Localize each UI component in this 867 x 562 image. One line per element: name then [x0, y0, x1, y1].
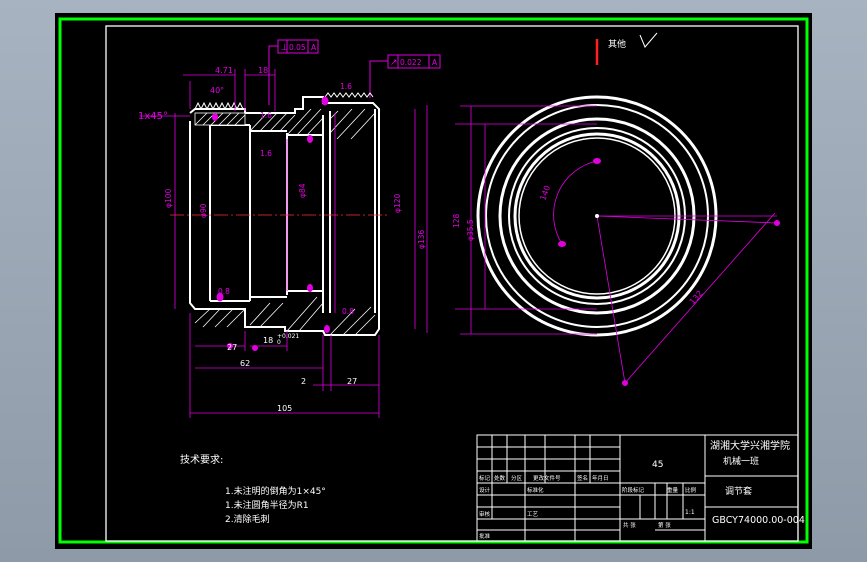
outer-frame [58, 17, 809, 544]
gdt-perpendicularity-frame: ⊥ 0.05 A [268, 39, 319, 105]
dim-dia-136: φ136 [417, 230, 426, 249]
svg-text:共 张: 共 张 [623, 521, 636, 529]
gdt-runout-datum: A [432, 58, 438, 67]
svg-text:重量: 重量 [667, 486, 679, 494]
dim-dia-35-5: φ35.5 [466, 219, 475, 241]
dimension-lines [140, 69, 428, 418]
svg-text:年月日: 年月日 [592, 474, 609, 482]
roughness-0-8-b: 0.8 [342, 307, 354, 316]
title-block-text: 45 湖湘大学兴湘学院 机械一班 调节套 GBCY74000.00-004 1:… [479, 439, 805, 540]
thread-teeth [194, 92, 374, 111]
roughness-1-6-b: 1.6 [340, 82, 352, 91]
technical-requirements: 技术要求: 1.未注明的倒角为1×45° 1.未注圆角半径为R1 2.清除毛刺 [180, 453, 326, 525]
title-block [476, 434, 799, 542]
roughness-general-label: 其他 [608, 38, 626, 50]
tech-req-item-3: 2.清除毛刺 [225, 513, 270, 525]
tb-school: 湖湘大学兴湘学院 [710, 439, 790, 452]
gdt-runout-symbol: ↗ [390, 58, 398, 68]
roughness-1-6-a: 1.6 [260, 111, 272, 120]
tb-drawing-no: GBCY74000.00-004 [712, 515, 805, 526]
inner-frame [105, 25, 799, 542]
tech-req-item-1: 1.未注明的倒角为1×45° [225, 485, 326, 497]
tb-material: 45 [652, 460, 663, 470]
dim-dia-120: φ120 [393, 194, 402, 213]
gdt-perp-value: 0.05 [289, 43, 306, 52]
end-view-markers [558, 158, 780, 386]
gdt-runout-frame: ↗ 0.022 A [369, 54, 441, 98]
dimension-texts: 4.71 18 40° 1x45° 1.6 1.6 1.6 0.8 0.8 φ1… [138, 66, 426, 413]
gdt-perp-symbol: ⊥ [281, 43, 289, 53]
tech-req-item-2: 1.未注圆角半径为R1 [225, 499, 309, 511]
engineering-drawing: ⊥ 0.05 A ↗ 0.022 A 其他 [58, 17, 809, 544]
dim-2: 2 [301, 377, 306, 386]
svg-text:处数: 处数 [494, 474, 506, 482]
dim-128: 128 [452, 213, 461, 228]
tb-class: 机械一班 [723, 455, 759, 467]
svg-text:标记: 标记 [479, 474, 491, 482]
gdt-runout-value: 0.022 [400, 58, 422, 67]
dim-62: 62 [240, 359, 250, 368]
dim-angle-140: 140 [538, 184, 552, 201]
chamfer-callout: 1x45° [138, 111, 168, 122]
gdt-perp-datum: A [311, 43, 317, 52]
svg-text:设计: 设计 [479, 486, 491, 494]
svg-text:签名: 签名 [577, 474, 588, 482]
roughness-0-8-a: 0.8 [218, 287, 230, 296]
dim-dia-84: φ84 [298, 183, 307, 198]
dim-dia-90: φ90 [199, 203, 208, 218]
dim-18-bottom: 18 [263, 336, 273, 345]
section-hatching [194, 108, 376, 336]
svg-text:第 张: 第 张 [658, 521, 671, 529]
end-view-dimensions [455, 105, 778, 384]
general-roughness-note: 其他 [595, 32, 658, 65]
tech-req-heading: 技术要求: [180, 453, 223, 466]
cad-viewport[interactable]: ⊥ 0.05 A ↗ 0.022 A 其他 [55, 13, 812, 549]
dim-dia-100: φ100 [164, 189, 173, 208]
roughness-1-6-c: 1.6 [260, 149, 272, 158]
dimension-markers [212, 96, 330, 351]
tb-scale: 1:1 [685, 509, 695, 516]
dim-tol-lower: 0 [277, 339, 281, 346]
svg-text:审核: 审核 [479, 510, 491, 518]
dim-18-top: 18 [258, 66, 268, 75]
dim-27-left: 27 [227, 343, 237, 352]
svg-text:更改文件号: 更改文件号 [533, 474, 561, 482]
dim-4-71: 4.71 [215, 66, 233, 75]
svg-text:阶段标记: 阶段标记 [622, 486, 645, 494]
svg-text:批准: 批准 [479, 532, 491, 540]
dim-105: 105 [277, 404, 292, 413]
tb-part-name: 调节套 [725, 485, 752, 497]
svg-text:标准化: 标准化 [527, 486, 544, 494]
svg-text:分区: 分区 [511, 474, 523, 482]
dim-tol-upper: +0.021 [277, 333, 299, 340]
svg-text:工艺: 工艺 [527, 511, 539, 518]
dim-27-right: 27 [347, 377, 357, 386]
svg-text:比例: 比例 [685, 486, 697, 494]
dim-angle-40: 40° [210, 86, 224, 95]
